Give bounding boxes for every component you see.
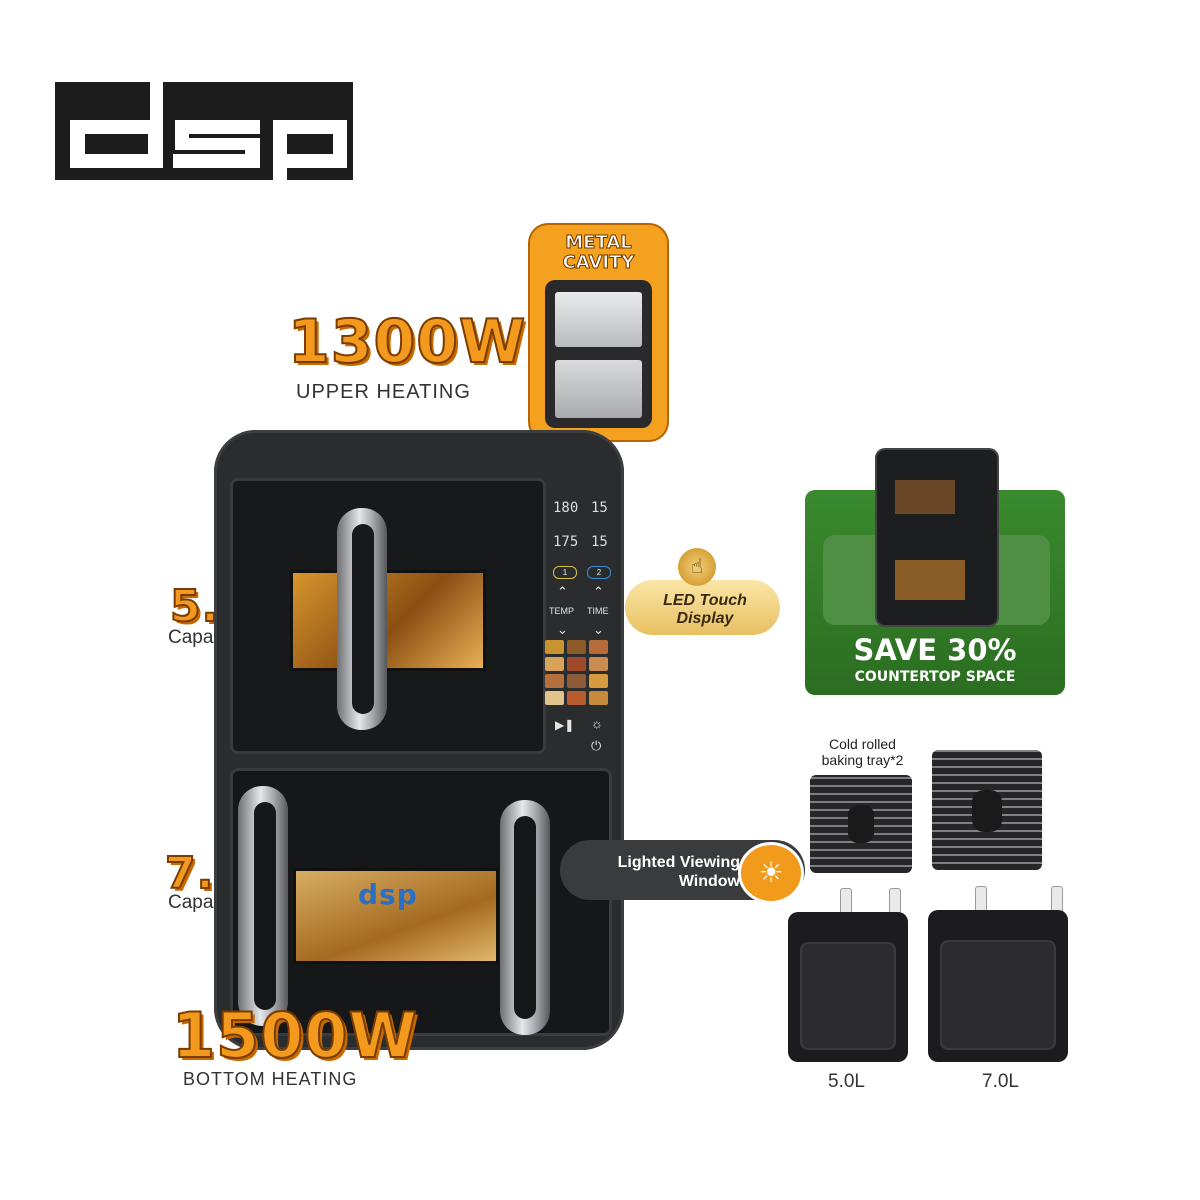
upper-handle-inner [352, 524, 374, 714]
preset-icon[interactable] [545, 674, 564, 688]
control-panel: 180 15 175 15 1 2 ⌃ ⌃ TEMP TIME ⌄ ⌄ ▶❚ ☼… [541, 488, 613, 758]
save-subtitle: COUNTERTOP SPACE [854, 669, 1016, 685]
lighted-window-line2: Window [678, 873, 740, 890]
dual-fryer-thumb [877, 450, 997, 625]
basket-small-inner [800, 942, 896, 1050]
preset-icon[interactable] [589, 691, 608, 705]
thumb-lower-window [895, 560, 965, 600]
basket-large-inner [940, 940, 1056, 1050]
power-icon[interactable]: ⏻ [591, 738, 602, 753]
save-space-card [805, 450, 1065, 695]
led-touch-line2: Display [676, 610, 734, 627]
bottom-power-label: BOTTOM HEATING [183, 1069, 358, 1089]
preset-icon[interactable] [567, 691, 586, 705]
upper-cavity [555, 292, 642, 347]
upper-power-label: UPPER HEATING [296, 381, 471, 403]
tray-label-line1: Cold rolled [829, 736, 896, 752]
time-down-icon[interactable]: ⌄ [593, 622, 604, 637]
temp-label: TEMP [549, 606, 575, 616]
baking-tray-large [932, 750, 1042, 870]
temp2-display: 175 [553, 534, 579, 550]
preset-icon[interactable] [567, 640, 586, 654]
preset-icon[interactable] [567, 674, 586, 688]
tray-label: Cold rolled baking tray*2 [800, 736, 925, 768]
preset-icon[interactable] [589, 657, 608, 671]
led-touch-badge [625, 580, 780, 635]
zone2-button[interactable]: 2 [587, 566, 611, 579]
preset-icon[interactable] [545, 691, 564, 705]
preset-icon[interactable] [589, 640, 608, 654]
preset-icon[interactable] [567, 657, 586, 671]
window-logo: dsp [358, 878, 418, 911]
metal-cavity-line2: CAVITY [562, 252, 635, 273]
preset-icon[interactable] [545, 657, 564, 671]
save-title: SAVE 30% [853, 633, 1017, 667]
time-label: TIME [587, 606, 609, 616]
lighted-window-text: Lighted Viewing Window [560, 853, 740, 891]
time1-display: 15 [591, 500, 608, 516]
upper-viewing-window [290, 570, 486, 671]
basket-large [928, 910, 1068, 1062]
tray-center-holes [972, 790, 1002, 832]
basket-small [788, 912, 908, 1062]
baking-tray-small [810, 775, 912, 873]
metal-cavity-line1: METAL [565, 232, 633, 253]
zone1-button[interactable]: 1 [553, 566, 577, 579]
temp1-display: 180 [553, 500, 579, 516]
tray-label-line2: baking tray*2 [821, 752, 904, 768]
preset-icon[interactable] [589, 674, 608, 688]
lower-viewing-window [293, 868, 499, 964]
metal-cavity-image [545, 280, 652, 428]
basket-small-label: 5.0L [828, 1071, 865, 1092]
tray-center-holes [848, 805, 874, 843]
lower-handle-left-inner [254, 802, 276, 1010]
dsp-logo-icon [55, 80, 353, 200]
thumb-upper-window [895, 480, 955, 514]
preset-grid [545, 640, 608, 705]
temp-up-icon[interactable]: ⌃ [557, 584, 568, 599]
time2-display: 15 [591, 534, 608, 550]
temp-down-icon[interactable]: ⌄ [557, 622, 568, 637]
time-up-icon[interactable]: ⌃ [593, 584, 604, 599]
basket-large-label: 7.0L [982, 1071, 1019, 1092]
lower-cavity [555, 360, 642, 418]
preset-icon[interactable] [545, 640, 564, 654]
play-pause-icon[interactable]: ▶❚ [555, 718, 575, 732]
upper-power-value: 1300W [287, 307, 527, 377]
bottom-power-value: 1500W [171, 999, 418, 1072]
lightbulb-icon: ☀ [738, 842, 804, 904]
led-touch-line1: LED Touch [663, 592, 747, 609]
light-icon[interactable]: ☼ [591, 716, 603, 731]
metal-cavity-badge: METAL CAVITY [530, 225, 667, 440]
metal-cavity-title: METAL CAVITY [530, 232, 667, 273]
brand-logo [55, 60, 355, 202]
touch-icon: ☝ [678, 548, 716, 586]
led-touch-text: LED Touch Display [625, 592, 785, 628]
lighted-window-line1: Lighted Viewing [617, 854, 740, 871]
lower-handle-right-inner [514, 816, 536, 1019]
